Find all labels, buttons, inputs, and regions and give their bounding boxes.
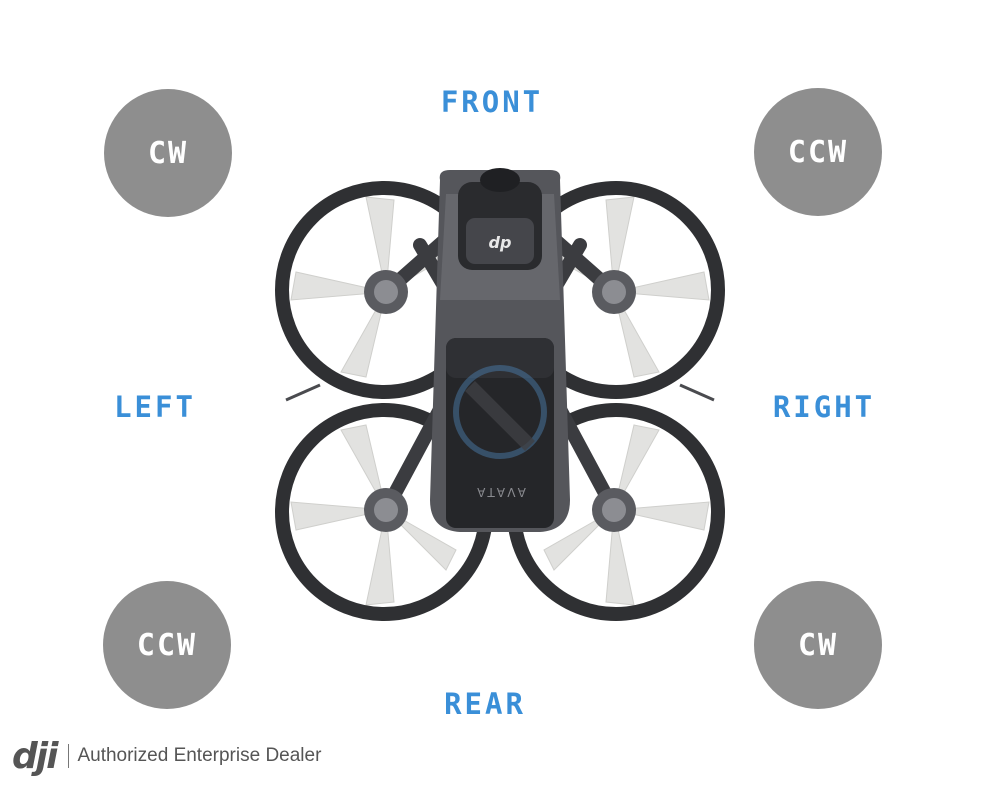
rotation-label: CCW: [787, 134, 849, 170]
motors: [364, 270, 636, 532]
dji-logo: dji: [12, 735, 58, 777]
camera-gimbal: [458, 168, 542, 270]
propeller-rear-left: [290, 424, 457, 606]
dealer-footer: dji Authorized Enterprise Dealer: [12, 734, 321, 778]
rotation-label: CW: [797, 627, 839, 663]
camera-logo: dp: [489, 233, 512, 252]
motor-rotation-badge-rear-left: CCW: [103, 581, 231, 709]
propeller-rear-right: [543, 424, 710, 606]
dealer-text: Authorized Enterprise Dealer: [77, 745, 322, 766]
footer-separator: [68, 744, 70, 768]
rotation-label: CW: [147, 135, 189, 171]
motor-rotation-badge-front-right: CCW: [754, 88, 882, 216]
drone-top-view-image: dp AVATA: [275, 168, 725, 621]
direction-label-left: LEFT: [114, 390, 196, 424]
direction-label-front: FRONT: [440, 85, 544, 119]
battery: [446, 338, 554, 528]
motor-rotation-badge-front-left: CW: [104, 89, 232, 217]
direction-label-rear: REAR: [444, 687, 526, 721]
motor-rotation-badge-rear-right: CW: [754, 581, 882, 709]
battery-label: AVATA: [474, 485, 526, 499]
direction-label-right: RIGHT: [772, 390, 876, 424]
rotation-label: CCW: [136, 627, 198, 663]
